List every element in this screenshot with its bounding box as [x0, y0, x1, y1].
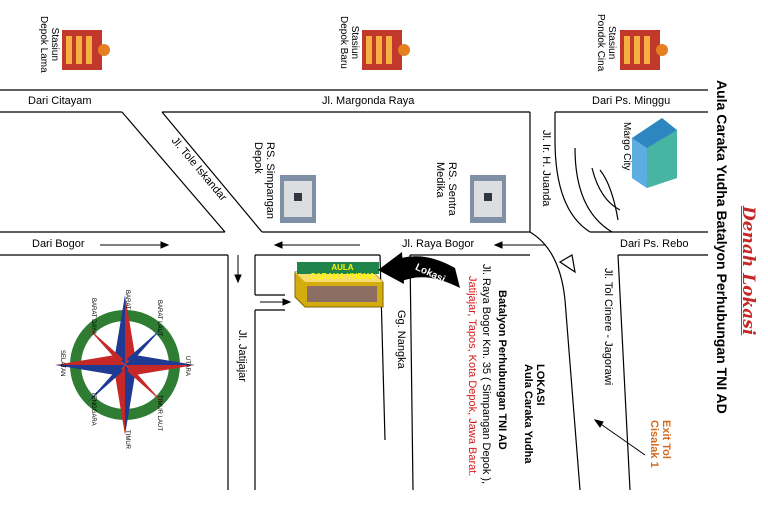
building-line2: CARAKA YUDHA [310, 271, 375, 281]
station-label-line1: Stasiun [49, 27, 60, 62]
station-depok-baru: Stasiun Depok Baru [338, 16, 360, 69]
lokasi-address1: Jl. Raya Bogor Km. 35 ( Simpangan Depok … [480, 264, 492, 485]
lokasi-name1: Aula Caraka Yudha [521, 364, 534, 464]
label-gg-nangka: Gg. Nangka [395, 310, 407, 369]
compass-tenggara: TENGGARA [90, 392, 96, 426]
building-line1: AULA [331, 263, 354, 272]
landmark-line2: Medika [433, 162, 446, 198]
compass-barat-laut: BARAT LAUT [156, 300, 162, 337]
aula-building-label: AULA CARAKA YUDHA [310, 263, 375, 282]
hospital-icons [280, 175, 506, 223]
label-dari-citayam: Dari Citayam [28, 95, 92, 107]
station-label-line1: Stasiun [606, 25, 617, 60]
denah-lokasi-title: Denah Lokasi [738, 206, 758, 336]
compass-barat-daya: BARAT DAYA [90, 298, 96, 335]
exit-tol-label: Exit Tol Cisalak 1 [648, 420, 672, 468]
label-raya-bogor: Jl. Raya Bogor [402, 238, 475, 250]
landmark-line1: RS. Simpangan [264, 142, 276, 220]
label-juanda: Jl. Ir. H. Juanda [540, 130, 552, 207]
station-label-line2: Pondok Cina [595, 14, 606, 72]
landmark-line2: Depok [251, 142, 264, 174]
exit-tol-line1: Exit Tol [660, 420, 672, 459]
margo-city-building [632, 118, 677, 188]
compass-timur: TIMUR [124, 430, 130, 449]
station-label-line2: Depok Baru [338, 16, 349, 69]
compass-utara: UTARA [184, 356, 190, 376]
label-margonda: Jl. Margonda Raya [322, 95, 415, 107]
lokasi-heading: LOKASI [534, 364, 546, 406]
lokasi-arrow [378, 252, 460, 288]
station-label-line1: Stasiun [349, 25, 360, 60]
compass-rose [55, 295, 195, 435]
exit-tol-line2: Cisalak 1 [647, 420, 660, 468]
label-tol-cinere: Jl. Tol Cinere - Jagorawi [602, 268, 614, 386]
station-icons [62, 30, 668, 70]
label-rs-sentra: RS. Sentra Medika [434, 162, 458, 216]
station-pondok-cina: Stasiun Pondok Cina [595, 14, 617, 71]
lokasi-block: LOKASI Aula Caraka Yudha [522, 364, 546, 463]
lokasi-name2: Batalyon Perhubungan TNI AD [496, 290, 508, 450]
lokasi-address2: Jatijajar, Tapos, Kota Depok, Jawa Barat… [466, 276, 478, 477]
page-title: Aula Caraka Yudha Batalyon Perhubungan T… [714, 80, 730, 414]
compass-timur-laut: TIMUR LAUT [156, 395, 162, 431]
compass-selatan: SELATAN [59, 350, 65, 377]
compass-barat: BARAT [124, 290, 130, 310]
landmark-line1: RS. Sentra [446, 162, 458, 216]
station-label-line2: Depok Lama [38, 16, 49, 73]
label-rs-simpangan: RS. Simpangan Depok [252, 142, 276, 219]
label-dari-bogor: Dari Bogor [32, 238, 85, 250]
aula-building [294, 262, 384, 308]
label-dari-ps-rebo: Dari Ps. Rebo [620, 238, 689, 250]
label-dari-ps-minggu: Dari Ps. Minggu [592, 95, 671, 107]
station-depok-lama: Stasiun Depok Lama [38, 16, 60, 73]
label-jatijajar: Jl. Jatijajar [236, 330, 248, 382]
label-margo-city: Margo City [621, 122, 632, 171]
